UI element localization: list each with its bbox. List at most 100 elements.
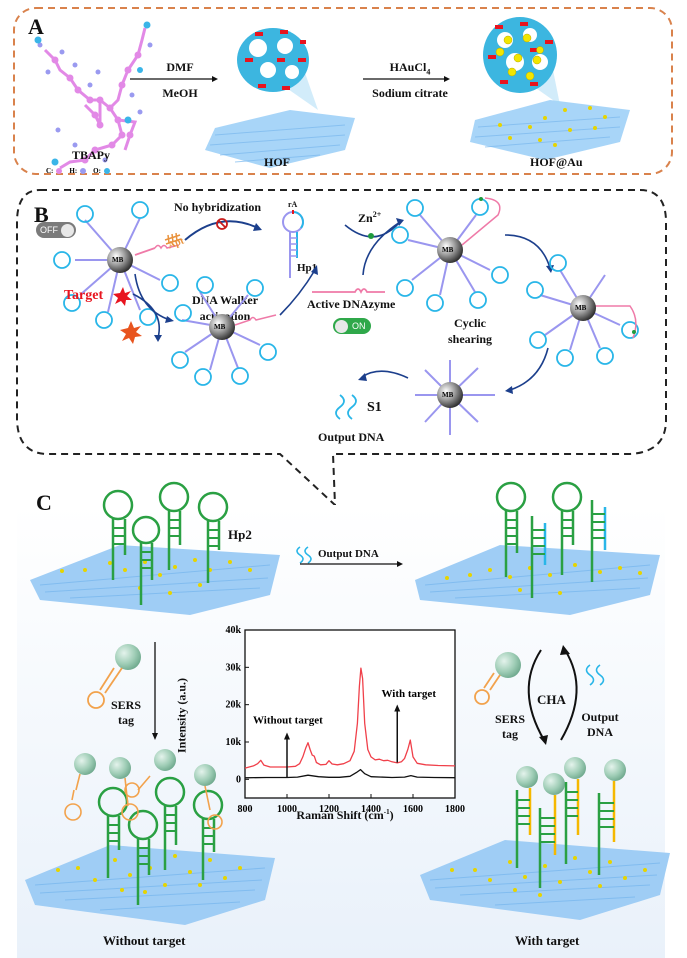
series-line-with-target [244, 667, 456, 769]
sodium-citrate-label: Sodium citrate [372, 86, 448, 100]
x-tick-label: 1400 [361, 804, 381, 815]
haucl4-text: HAuCl [389, 60, 427, 74]
sers-line2: tag [118, 713, 134, 727]
zn-activation-arrow [312, 218, 404, 295]
sers-line1: SERS [110, 698, 142, 712]
with-target-label: With target [515, 933, 580, 948]
magnetic-bead-icon [107, 247, 133, 273]
chart-xlabel: Raman Shift (cm-1) [245, 808, 445, 823]
dna-walker-off [53, 201, 182, 329]
x-tick-label: 1600 [403, 804, 423, 815]
mb-label-5: MB [214, 323, 226, 331]
synthesis-arrow-1 [130, 76, 218, 82]
sers-right-line1: SERS [494, 712, 526, 726]
chart-ylabel: Intensity (a.u.) [174, 678, 189, 754]
cyclic-shearing-label: Cyclic shearing [430, 315, 510, 347]
y-tick-label: 40k [225, 625, 241, 636]
series-line-without-target [244, 768, 456, 779]
output-dna-arrow-label: Output DNA [318, 548, 379, 560]
zinc-ion-icon [368, 233, 374, 239]
s1-label: S1 [367, 400, 382, 415]
x-tick-label: 1000 [277, 804, 297, 815]
hp1-hairpin-icon [282, 210, 304, 278]
ra-label: rA [288, 200, 298, 209]
panel-a-border [13, 7, 673, 175]
toggle-knob [61, 223, 74, 237]
cyclic-line2: shearing [447, 332, 492, 346]
hp2-label: Hp2 [228, 527, 252, 542]
cha-output-line2: DNA [587, 725, 613, 739]
hydrogen-atom-icon [80, 168, 87, 174]
bare-magnetic-bead [415, 360, 495, 435]
sers-tag-duplexes [515, 757, 626, 888]
sers-tag-left-label: SERS tag [106, 698, 146, 728]
cha-arrow-down [527, 649, 545, 741]
legend-c-label: C: [46, 167, 54, 175]
zn-text: Zn [358, 211, 373, 225]
dmf-label: DMF [166, 60, 194, 74]
haucl4-label: HAuCl4 [365, 60, 455, 76]
panel-b-letter: B [34, 202, 49, 227]
tbapy-label: TBAPy [72, 148, 111, 162]
hof-structure-icon [205, 28, 355, 168]
target-molecule-icon [113, 287, 132, 306]
mb-label-3: MB [575, 304, 587, 312]
dna-walker-cyclic-1 [391, 197, 509, 312]
synthesis-arrow-2 [363, 76, 450, 82]
x-tick-label: 1800 [445, 804, 465, 815]
dna-walker-cyclic-2 [526, 254, 639, 367]
mb-label-4: MB [442, 391, 454, 399]
sers-nanoparticle-icon [115, 644, 141, 670]
cha-label: CHA [537, 692, 566, 707]
chart-xlabel-close: ) [389, 808, 394, 822]
legend-h-label: H: [69, 167, 78, 175]
y-tick-label: 30k [225, 662, 241, 673]
off-toggle-label: OFF [40, 225, 58, 235]
plot-frame [244, 629, 456, 799]
annotation-arrowhead [284, 732, 290, 740]
zn-superscript: 2+ [372, 210, 382, 219]
hof-au-structure-icon [470, 17, 630, 160]
chart-xlabel-text: Raman Shift (cm [296, 808, 384, 822]
hof-label: HOF [264, 155, 290, 169]
sers-right-line2: tag [502, 727, 518, 741]
magnetic-bead-icon [437, 382, 463, 408]
panel-c-letter: C [36, 490, 52, 515]
annotation-arrowhead [394, 704, 401, 712]
x-tick-label: 800 [238, 804, 253, 815]
target-label: Target [64, 288, 104, 303]
active-dnazyme-label: Active DNAzyme [307, 297, 396, 311]
legend-o-label: O: [93, 167, 101, 175]
x-tick-label: 1200 [319, 804, 339, 815]
cha-output-dna-label: Output DNA [575, 710, 625, 740]
dnazyme-strand [312, 288, 385, 295]
on-toggle-label: ON [352, 321, 366, 331]
panel-b-border [16, 189, 667, 508]
y-tick-label: 10k [225, 737, 241, 748]
target-flow [113, 265, 318, 386]
magnetic-bead-icon [437, 237, 463, 263]
no-hybridization-arrow [184, 218, 262, 241]
without-target-label: Without target [103, 933, 186, 948]
no-hybridization-label: No hybridization [174, 200, 262, 214]
panel-a-letter: A [28, 14, 44, 39]
cha-arrow-up [560, 649, 578, 741]
hof-au-label: HOF@Au [530, 155, 583, 169]
annotation-label: With target [382, 688, 437, 700]
mb-label-2: MB [442, 246, 454, 254]
tbapy-molecule-icon [34, 21, 153, 170]
mb-label-1: MB [112, 256, 124, 264]
released-target-icon [120, 321, 142, 344]
magnetic-bead-icon [570, 295, 596, 321]
cycle-arrow-3 [358, 370, 409, 381]
atom-legend: C: H: O: [46, 167, 110, 175]
cha-output-line1: Output [581, 710, 619, 724]
output-dna-label: Output DNA [318, 430, 385, 444]
y-tick-label: 20k [225, 700, 241, 711]
prohibited-icon [216, 218, 228, 230]
